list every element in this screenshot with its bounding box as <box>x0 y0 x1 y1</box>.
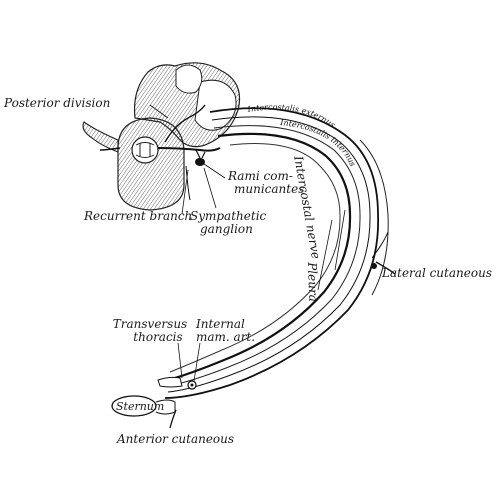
intercostalis-internus-label: Intercostalis internus <box>279 118 357 168</box>
anterior-cutaneous-label: Anterior cutaneous <box>117 432 235 446</box>
sympathetic-ganglion-label: Sympathetic ganglion <box>190 210 266 236</box>
transversus-line-2: thoracis <box>133 330 183 344</box>
rami-line-2: municantes <box>234 182 305 196</box>
pleura-line <box>169 143 341 373</box>
spinal-cord <box>131 136 159 164</box>
posterior-division-label: Posterior division <box>4 96 111 110</box>
internal-line-1: Internal <box>196 317 245 331</box>
pleura-label: Pleura <box>305 261 321 303</box>
sternum-label: Sternum <box>116 400 165 413</box>
transversus-thoracis-label: Transversus thoracis <box>110 318 190 344</box>
transverse-process <box>82 121 119 153</box>
intercostal-nerve-path <box>167 132 352 382</box>
rib-outer <box>164 107 379 399</box>
anterior-cutaneous-branch <box>169 409 177 429</box>
rami-communicantes-label: Rami com- municantes <box>228 170 304 196</box>
sympathetic-ganglion-node <box>195 158 205 166</box>
sympathetic-line-1: Sympathetic <box>190 209 267 223</box>
lateral-cutaneous-label: Lateral cutaneous <box>382 266 492 280</box>
recurrent-branch-label: Recurrent branch <box>84 209 193 223</box>
vertebral-body <box>117 117 185 211</box>
internal-mammary-label: Internal mam. art. <box>196 318 255 344</box>
rib-head <box>194 79 237 131</box>
sternum-shape <box>111 395 157 417</box>
sympathetic-line-2: ganglion <box>200 222 253 236</box>
rami-line-1: Rami com- <box>228 169 293 183</box>
transversus-line-1: Transversus <box>112 317 188 331</box>
lateral-cutaneous-branch <box>375 261 396 275</box>
internal-line-2: mam. art. <box>196 330 256 344</box>
transversus-thoracis-muscle <box>157 376 183 388</box>
